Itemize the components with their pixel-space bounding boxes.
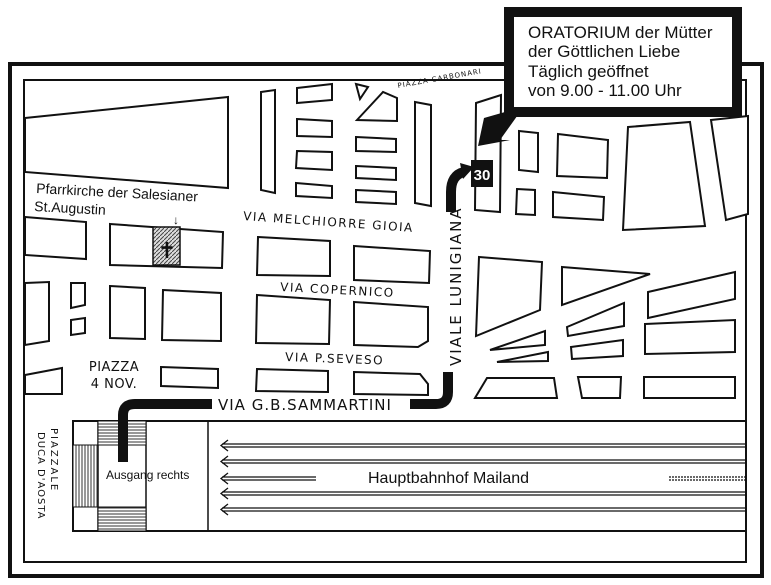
cross-icon: ✝ <box>158 238 176 263</box>
label-via-sammartini: VIA G.B.SAMMARTINI <box>218 396 392 414</box>
church-arrow-icon: ↓ <box>173 213 179 227</box>
walking-route <box>118 167 466 462</box>
route-arrowhead <box>460 163 474 179</box>
callout-line-1: ORATORIUM der Mütter <box>528 23 713 42</box>
callout-line-4: von 9.00 - 11.00 Uhr <box>528 81 682 100</box>
label-piazzale-2: DUCA D'AOSTA <box>35 432 46 520</box>
callout-line-3: Täglich geöffnet <box>528 62 649 81</box>
exit-label: Ausgang rechts <box>106 468 189 482</box>
label-viale-lunigiana: VIALE LUNIGIANA <box>447 206 465 366</box>
label-piazza-4nov-2: 4 NOV. <box>91 377 137 392</box>
callout-line-2: der Göttlichen Liebe <box>528 42 680 61</box>
city-blocks <box>24 82 749 399</box>
station-name: Hauptbahnhof Mailand <box>368 470 529 487</box>
label-piazzale-1: PIAZZALE <box>48 428 59 492</box>
label-via-copernico: VIA COPERNICO <box>280 280 395 300</box>
church-building <box>152 226 181 266</box>
label-via-seveso: VIA P.SEVESO <box>285 350 384 367</box>
house-number: 30 <box>474 167 491 184</box>
oratorium-callout: ORATORIUM der Mütter der Göttlichen Lieb… <box>478 7 742 146</box>
church-label-line2: St.Augustin <box>34 198 106 218</box>
label-piazza-4nov-1: PIAZZA <box>89 360 139 375</box>
destination-marker <box>471 160 493 187</box>
tracks <box>219 439 746 516</box>
